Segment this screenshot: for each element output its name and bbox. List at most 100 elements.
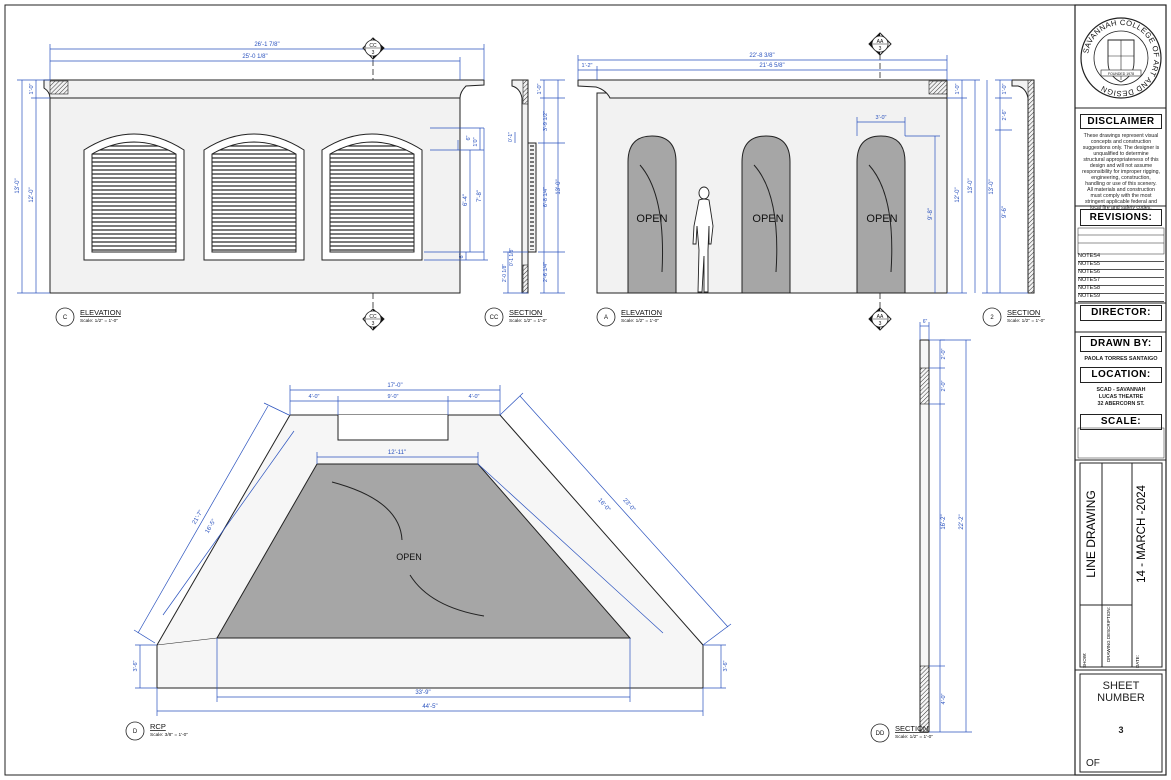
- revision-note: NOTES5: [1078, 261, 1164, 270]
- sheet-number: 3: [1118, 725, 1124, 735]
- dim-a-left: 1'-2": [582, 63, 593, 69]
- dim-a-inner: 21'-6 5/8": [759, 63, 784, 69]
- arch-opening-3: [856, 135, 906, 294]
- title-block-frame: [1074, 4, 1167, 776]
- dim-cc-e: 13'-0": [556, 179, 562, 194]
- svg-text:A: A: [604, 315, 608, 321]
- svg-text:SECTION: SECTION: [1007, 308, 1040, 317]
- svg-text:SECTION: SECTION: [895, 724, 928, 733]
- dim-d-side-l: 3'-6": [133, 660, 139, 671]
- sheet-number-label-1: SHEET: [1102, 680, 1140, 692]
- open-label-2: OPEN: [752, 213, 783, 225]
- svg-text:AA: AA: [877, 314, 884, 320]
- scad-seal-logo: FOUNDED 1978 SAVANNAH COLLEGE OF ART AND…: [1080, 17, 1162, 99]
- rcp-plan-d: OPEN 17'-0" 4'-0" 9'-0" 4'-0" 12'-11" 21…: [133, 383, 732, 716]
- svg-text:CC: CC: [490, 315, 499, 321]
- arched-window-2: [203, 133, 305, 261]
- dim-cc-b: 3'-9 1/2": [543, 111, 549, 131]
- location-line-2: LUCAS THEATRE: [1098, 394, 1144, 400]
- dim-c-b: 1'0": [473, 137, 479, 146]
- revisions-heading: REVISIONS:: [1080, 209, 1162, 226]
- svg-text:Scale: 3/8" = 1'-0": Scale: 3/8" = 1'-0": [150, 732, 188, 738]
- arched-window-3: [321, 133, 423, 261]
- disclaimer-text: These drawings represent visual concepts…: [1082, 133, 1160, 211]
- svg-text:ELEVATION: ELEVATION: [80, 308, 121, 317]
- dim-c-d: 7'-8": [477, 190, 483, 202]
- dim-c-height-outer: 13'-0": [15, 178, 21, 193]
- elevation-a: OPEN OPEN OPEN 22'-8 3/8" 21'-6 5/8" 1'-…: [577, 36, 980, 308]
- dim-2-c: 13'-0": [989, 179, 995, 194]
- human-scale-figure: [692, 186, 714, 293]
- dim-a-h-inner: 12'-0": [955, 187, 961, 202]
- scale-heading: SCALE:: [1080, 414, 1162, 430]
- location-line-3: 32 ABERCORN ST.: [1097, 401, 1145, 407]
- dim-d-bottom-inner: 33'-9": [415, 690, 430, 696]
- dim-a-overall: 22'-8 3/8": [749, 53, 774, 59]
- drawn-by-name: PAOLA TORRES SANTAIGO: [1084, 356, 1158, 362]
- dim-a-arch: 3'-0": [876, 115, 887, 121]
- arch-opening-2: [741, 135, 791, 294]
- date-label: DATE:: [1135, 655, 1140, 668]
- revision-note: NOTES6: [1078, 269, 1164, 278]
- svg-text:D: D: [133, 729, 138, 735]
- section-marker-aa-top: AA 3: [868, 32, 892, 56]
- dim-cc-f: 2'-6 1/4": [543, 262, 549, 282]
- revision-note: NOTES4: [1078, 253, 1164, 262]
- revision-note: NOTES7: [1078, 277, 1164, 286]
- revision-note: NOTES8: [1078, 285, 1164, 294]
- view-title-cc: CC SECTION Scale: 1/2" = 1'-0": [484, 307, 547, 327]
- dim-dd-d: 22'-2": [959, 514, 965, 529]
- director-heading: DIRECTOR:: [1080, 305, 1162, 321]
- dim-2-a: 1'-0": [1002, 83, 1008, 94]
- section-marker-aa-bottom: AA 3: [868, 307, 892, 331]
- svg-text:Scale: 1/2" = 1'-0": Scale: 1/2" = 1'-0": [1007, 318, 1045, 324]
- disclaimer-heading: DISCLAIMER: [1080, 114, 1162, 129]
- dim-2-d: 9'-6": [1002, 206, 1008, 218]
- dim-d-r: 4'-0": [469, 394, 480, 400]
- svg-text:Scale: 1/2" = 1'-0": Scale: 1/2" = 1'-0": [895, 734, 933, 740]
- svg-text:FOUNDED 1978: FOUNDED 1978: [1108, 72, 1134, 76]
- dim-d-m: 9'-0": [388, 394, 399, 400]
- dim-c-c: 6'-4": [463, 194, 469, 206]
- svg-text:ELEVATION: ELEVATION: [621, 308, 662, 317]
- dim-cc-c: 0'-1": [508, 132, 514, 142]
- location-heading: LOCATION:: [1080, 367, 1162, 383]
- svg-text:CC: CC: [369, 314, 377, 320]
- svg-text:Scale: 1/2" = 1'-0": Scale: 1/2" = 1'-0": [621, 318, 659, 324]
- svg-text:2: 2: [990, 315, 994, 321]
- dim-d-left-outer: 21'-7": [192, 509, 205, 525]
- section-2: 1'-0" 2'-6" 13'-0" 9'-6": [982, 79, 1035, 294]
- svg-text:C: C: [63, 315, 68, 321]
- svg-text:Scale: 1/2" = 1'-0": Scale: 1/2" = 1'-0": [509, 318, 547, 324]
- section-marker-cc-bottom: CC 3: [362, 308, 385, 331]
- dim-c-height-inner: 12'-0": [29, 187, 35, 202]
- dim-d-top: 17'-0": [387, 383, 402, 389]
- view-title-a: A ELEVATION Scale: 1/2" = 1'-0": [596, 307, 662, 327]
- svg-text:3: 3: [879, 321, 882, 327]
- dim-c-a: 6": [466, 135, 472, 140]
- open-label-3: OPEN: [866, 213, 897, 225]
- svg-text:DD: DD: [876, 731, 885, 737]
- svg-text:AA: AA: [877, 39, 884, 45]
- dim-cc-d: 6'-8 1/4": [543, 187, 549, 207]
- view-title-d: D RCP Scale: 3/8" = 1'-0": [125, 721, 188, 741]
- section-marker-cc-top: CC 3: [362, 37, 385, 60]
- dim-dd-b: 2'-0": [941, 380, 947, 391]
- dim-d-left-inner: 16'-5": [205, 518, 218, 534]
- dim-cc-a: 1'-0": [537, 83, 543, 94]
- location-line-1: SCAD - SAVANNAH: [1096, 387, 1146, 393]
- open-label-rcp: OPEN: [396, 552, 422, 562]
- view-title-dd: DD SECTION Scale: 1/2" = 1'-0": [870, 723, 933, 743]
- dim-c-e: 6": [459, 253, 465, 258]
- svg-text:3: 3: [372, 321, 375, 327]
- dim-d-bottom-outer: 44'-5": [422, 704, 437, 710]
- view-title-c: C ELEVATION Scale: 1/2" = 1'-0": [55, 307, 121, 327]
- section-cc: 1'-0" 3'-9 1/2" 0'-1" 6'-8 1/4" 13'-0" 2…: [502, 79, 565, 294]
- dim-dd-a: 2'-0": [941, 348, 947, 359]
- dim-a-top: 1'-0": [955, 83, 961, 94]
- drawing-date: 14 - MARCH -2024: [1136, 485, 1148, 583]
- dim-c-inner: 25'-0 1/8": [242, 54, 267, 60]
- show-label: SHOW:: [1082, 652, 1087, 668]
- view-title-2: 2 SECTION Scale: 1/2" = 1'-0": [982, 307, 1045, 327]
- dim-2-b: 2'-6": [1002, 109, 1008, 120]
